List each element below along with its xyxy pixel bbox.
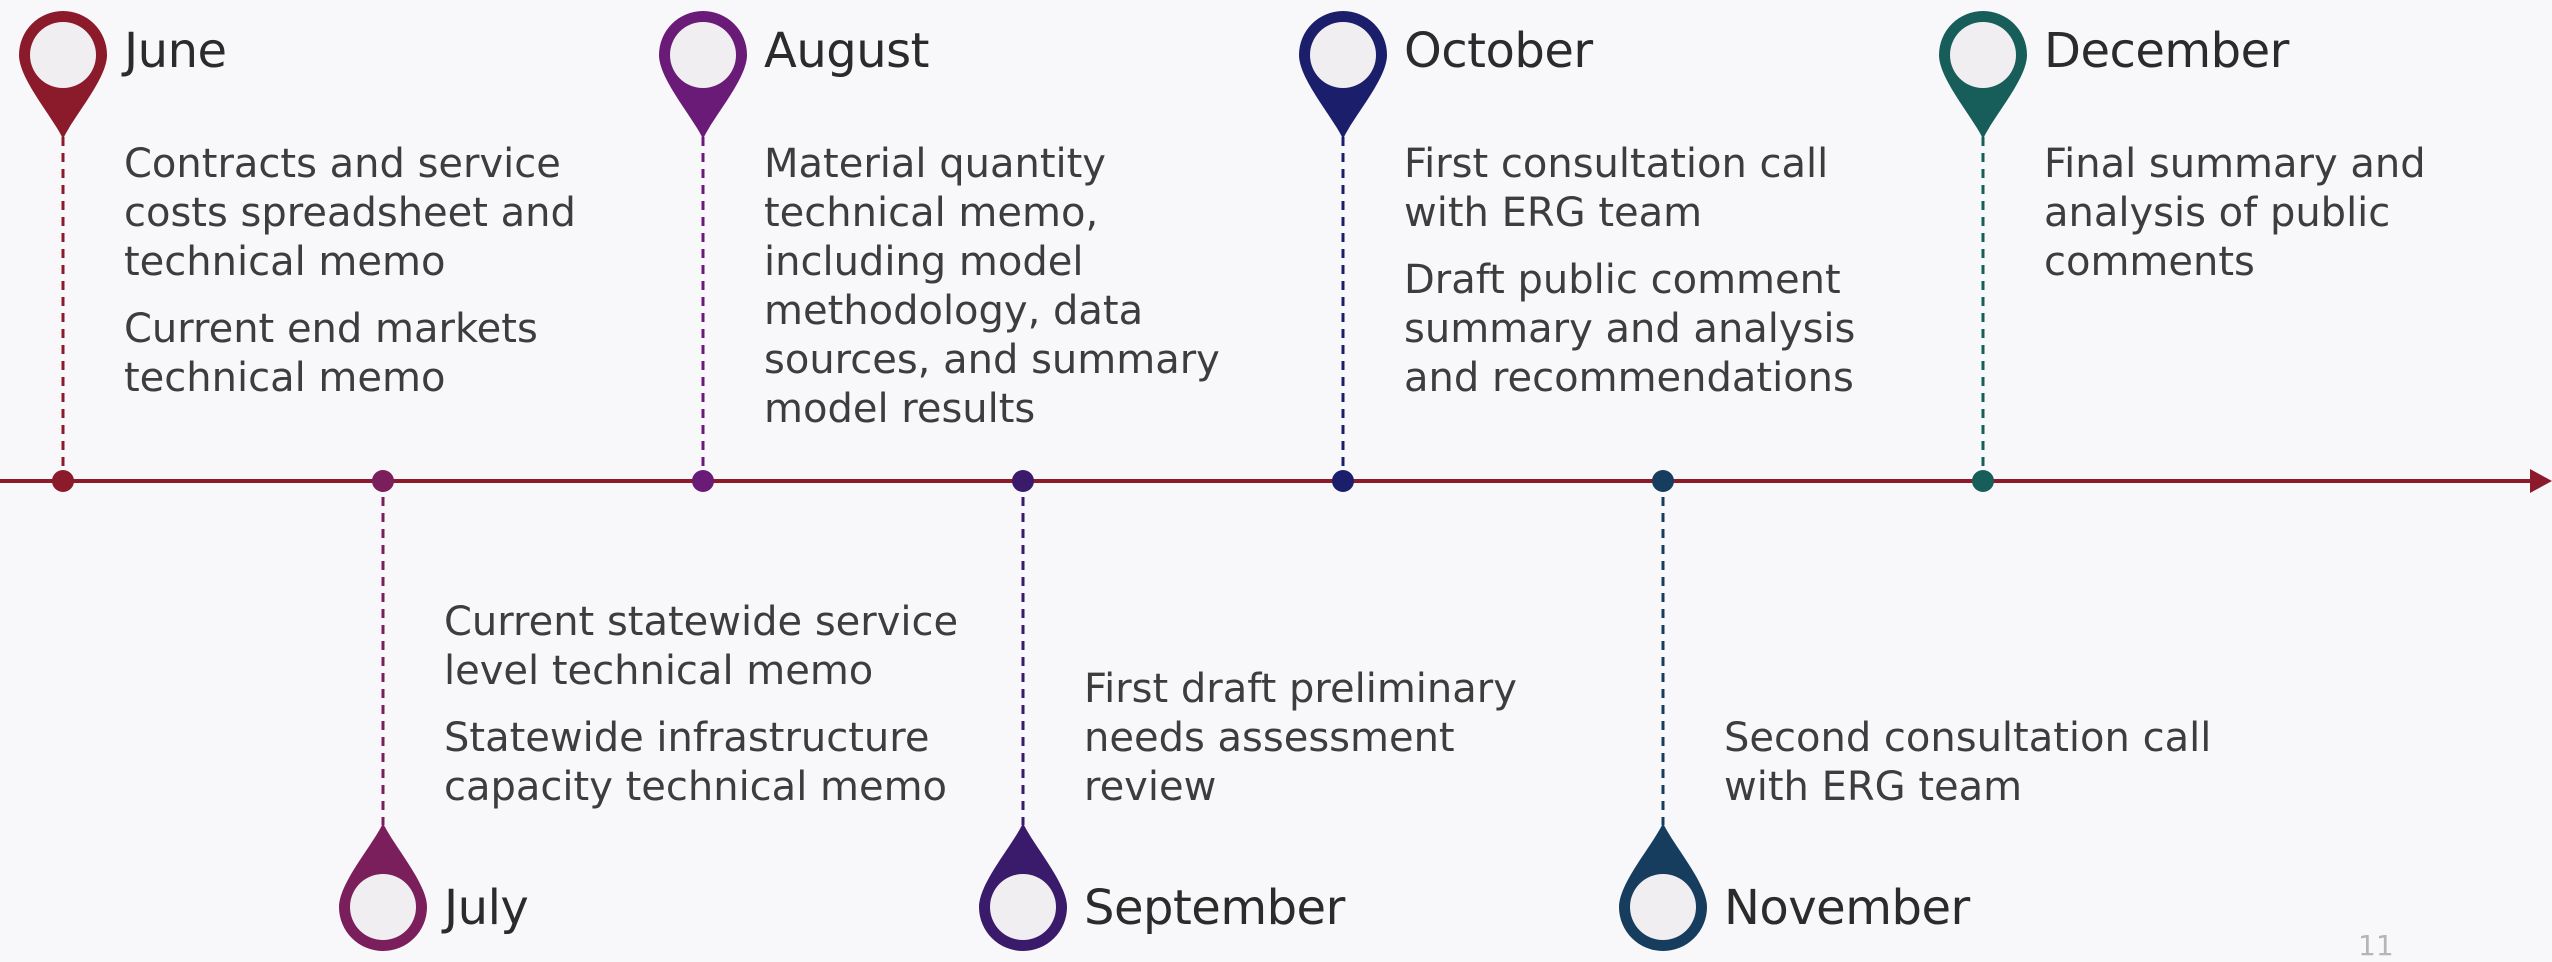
timeline-arrowhead <box>2530 469 2552 493</box>
pin-center-december <box>1950 22 2016 88</box>
milestone-item: First draft preliminary needs assessment… <box>1084 666 1517 810</box>
milestone-items-july: Current statewide service level technica… <box>444 598 1044 830</box>
axis-dot-july <box>372 470 394 492</box>
milestone-items-august: Material quantity technical memo, includ… <box>764 140 1364 452</box>
milestone-items-november: Second consultation call with ERG team <box>1724 714 2324 830</box>
month-label-september: September <box>1084 880 1345 936</box>
pin-center-november <box>1630 874 1696 940</box>
month-label-december: December <box>2044 23 2289 79</box>
month-label-november: November <box>1724 880 1970 936</box>
milestone-item: Final summary and analysis of public com… <box>2044 141 2426 285</box>
month-label-june: June <box>124 23 227 79</box>
pin-center-august <box>670 22 736 88</box>
axis-dot-december <box>1972 470 1994 492</box>
milestone-item: Current end markets technical memo <box>124 306 538 401</box>
axis-dot-october <box>1332 470 1354 492</box>
axis-dot-august <box>692 470 714 492</box>
pin-center-july <box>350 874 416 940</box>
milestone-item: Second consultation call with ERG team <box>1724 715 2212 810</box>
milestone-items-september: First draft preliminary needs assessment… <box>1084 665 1684 830</box>
month-label-august: August <box>764 23 929 79</box>
axis-dot-november <box>1652 470 1674 492</box>
milestone-item: Current statewide service level technica… <box>444 599 959 694</box>
milestone-item: Draft public comment summary and analysi… <box>1404 257 1856 401</box>
pin-center-june <box>30 22 96 88</box>
pin-center-october <box>1310 22 1376 88</box>
milestone-items-june: Contracts and service costs spreadsheet … <box>124 140 724 421</box>
page-number: 11 <box>2358 929 2394 962</box>
pin-center-september <box>990 874 1056 940</box>
milestone-item: First consultation call with ERG team <box>1404 141 1829 236</box>
axis-dot-june <box>52 470 74 492</box>
milestone-item: Material quantity technical memo, includ… <box>764 141 1220 432</box>
month-label-october: October <box>1404 23 1593 79</box>
milestone-item: Statewide infrastructure capacity techni… <box>444 715 948 810</box>
month-label-july: July <box>444 880 529 936</box>
milestone-item: Contracts and service costs spreadsheet … <box>124 141 576 285</box>
axis-dot-september <box>1012 470 1034 492</box>
milestone-items-december: Final summary and analysis of public com… <box>2044 140 2552 305</box>
